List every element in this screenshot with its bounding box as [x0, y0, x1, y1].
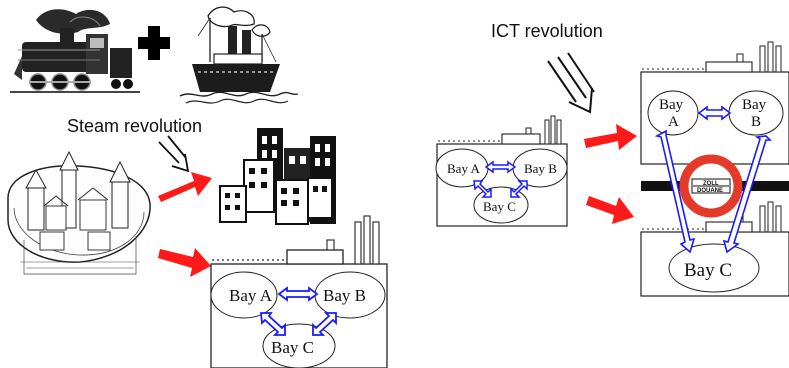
city-skyline-icon — [219, 128, 336, 225]
customs-barrier: ZOLL DOUANE — [641, 154, 789, 218]
top-bay-b-line2: B — [751, 114, 761, 130]
factory-right-source: Bay A Bay B Bay C — [435, 115, 568, 227]
bottom-bay-c-label: Bay C — [684, 260, 732, 281]
source-flow-b-c — [510, 180, 528, 198]
double-line-arrow-steam — [158, 135, 190, 173]
source-bay-c-label: Bay C — [483, 199, 516, 214]
top-bay-a-line2: A — [668, 114, 679, 130]
source-bay-b-label: Bay B — [524, 161, 557, 176]
walled-town-icon — [7, 150, 151, 275]
source-flow-a-b — [484, 160, 517, 174]
bay-c-label: Bay C — [271, 338, 314, 357]
source-bay-a-label: Bay A — [447, 161, 480, 176]
flow-bay-a-to-bay-c — [654, 129, 696, 254]
flow-bay-b-to-bay-c — [722, 135, 772, 254]
triple-line-arrow-ict — [547, 52, 595, 114]
bay-a-label: Bay A — [229, 286, 273, 305]
top-flow-a-b — [697, 105, 732, 121]
red-arrow-town-to-factory — [158, 248, 211, 277]
red-arrow-source-to-top — [584, 124, 637, 150]
plus-symbol — [138, 26, 170, 60]
customs-sign-line2: DOUANE — [697, 188, 723, 194]
top-bay-b-line1: Bay — [742, 97, 767, 113]
source-flow-a-c — [473, 180, 492, 198]
factory-left-bottom: Bay A Bay B Bay C — [210, 215, 388, 368]
flow-arrow-a-c — [260, 312, 286, 336]
customs-sign-line1: ZOLL — [703, 181, 719, 187]
factory-right-bottom: Bay C — [640, 201, 789, 297]
steam-locomotive-icon — [10, 9, 140, 93]
flow-arrow-a-b — [277, 286, 319, 302]
red-arrow-source-to-bottom — [586, 196, 634, 224]
top-bay-a-line1: Bay — [659, 97, 684, 113]
steamship-icon — [179, 6, 299, 104]
bay-b-label: Bay B — [323, 286, 366, 305]
ict-revolution-label: ICT revolution — [491, 21, 603, 41]
steam-revolution-label: Steam revolution — [67, 116, 202, 136]
flow-arrow-b-c — [312, 312, 337, 336]
red-arrow-town-to-city — [158, 172, 212, 202]
